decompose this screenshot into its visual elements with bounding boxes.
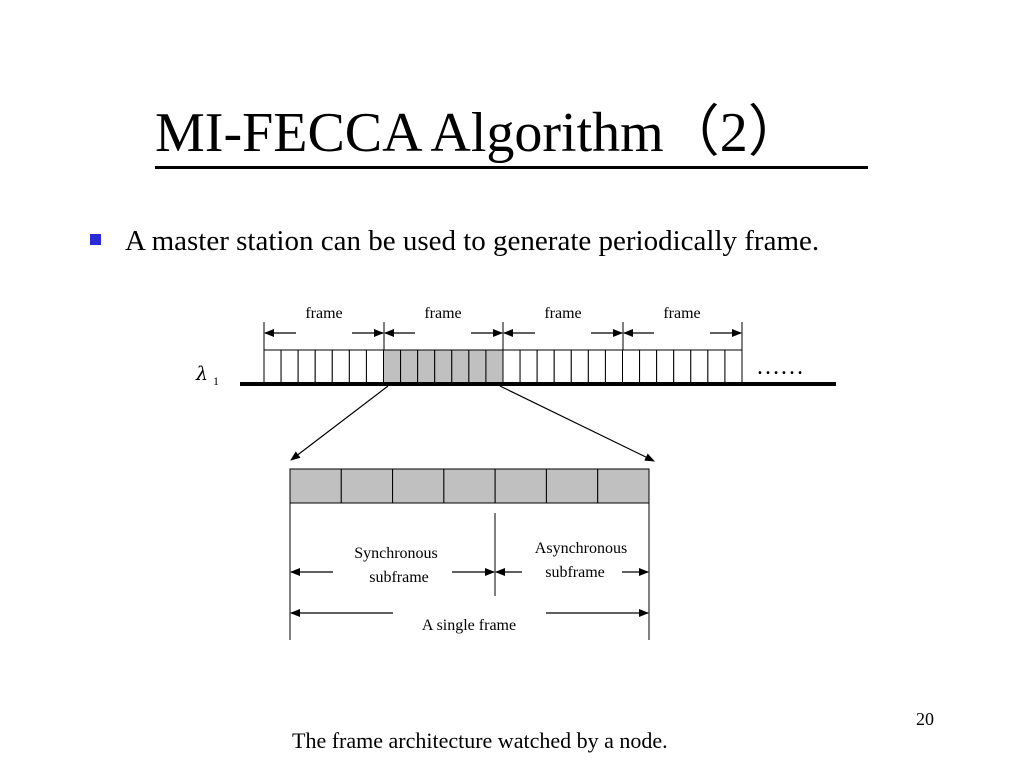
expanded-slot (289, 468, 342, 504)
frame-label: frame (663, 305, 700, 322)
async-subframe-label-line1: Asynchronous (535, 540, 627, 557)
time-slot (297, 349, 316, 385)
time-slot (434, 349, 453, 385)
sync-subframe-label-line1: Synchronous (354, 545, 438, 562)
expanded-slot (340, 468, 394, 504)
frame-label: frame (544, 305, 581, 322)
time-slot (673, 349, 692, 385)
wavelength-label: λ (195, 363, 208, 385)
expanded-slot (494, 468, 547, 504)
time-slot (707, 349, 726, 385)
time-slot (331, 349, 350, 385)
single-frame-label: A single frame (422, 617, 516, 634)
time-slot (280, 349, 299, 385)
sync-subframe-label-line2: subframe (369, 569, 429, 586)
time-slot (348, 349, 367, 385)
time-slot (519, 349, 538, 385)
time-slot (502, 349, 521, 385)
time-slot (656, 349, 675, 385)
time-slot (587, 349, 606, 385)
frame-boundary-ticks (263, 322, 743, 350)
time-slot (263, 349, 282, 385)
time-slot (690, 349, 709, 385)
frame-label: frame (424, 305, 461, 322)
time-slot (468, 349, 487, 385)
time-slot (639, 349, 658, 385)
continuation-ellipsis: …… (756, 354, 804, 380)
time-slot (383, 349, 402, 385)
slide-title: MI-FECCA Algorithm（2） (155, 102, 804, 164)
time-slot (365, 349, 384, 385)
async-subframe-label-line2: subframe (545, 564, 605, 581)
time-slot (485, 349, 504, 385)
zoom-arrows (290, 385, 655, 462)
time-slot (622, 349, 641, 385)
time-slot (400, 349, 419, 385)
time-slot (417, 349, 436, 385)
bullet-marker (90, 234, 101, 245)
page-number: 20 (916, 709, 934, 729)
time-slot (604, 349, 624, 385)
expanded-slot (545, 468, 599, 504)
time-slot (570, 349, 589, 385)
figure-caption: The frame architecture watched by a node… (292, 728, 668, 753)
expanded-slot (392, 468, 445, 504)
time-slot (536, 349, 555, 385)
bullet-text: A master station can be used to generate… (125, 225, 820, 257)
time-slot (724, 349, 743, 385)
expanded-slot (597, 468, 650, 504)
wavelength-subscript: 1 (213, 374, 219, 388)
frame-label: frame (305, 305, 342, 322)
expanded-frame (289, 468, 650, 504)
title-underline (155, 166, 868, 169)
time-slot (314, 349, 333, 385)
slot-row (263, 349, 743, 385)
time-slot (451, 349, 470, 385)
expanded-slot (443, 468, 496, 504)
time-slot (553, 349, 572, 385)
